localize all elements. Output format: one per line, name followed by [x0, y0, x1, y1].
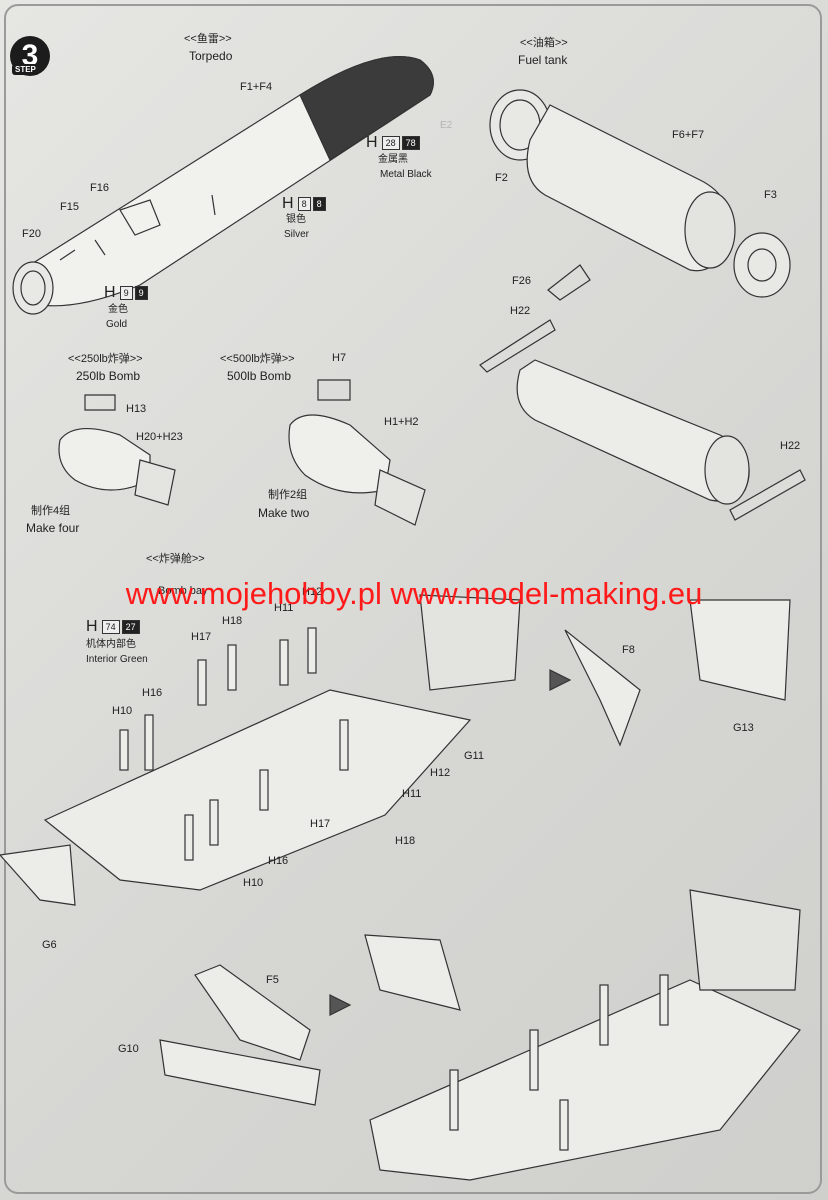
part-f20: F20	[22, 228, 41, 240]
part-f6f7: F6+F7	[672, 129, 705, 141]
part-f1f4: F1+F4	[240, 81, 273, 93]
show-through-text: E2	[440, 120, 453, 131]
part-h16-top: H16	[142, 687, 163, 699]
bomb500-title-en: 500lb Bomb	[227, 369, 292, 383]
lower-detail-drawing	[159, 964, 352, 1106]
bomb-250-drawing	[58, 394, 176, 506]
part-f8: F8	[622, 644, 635, 656]
part-h18-bottom: H18	[395, 835, 416, 847]
part-h16-bottom: H16	[268, 855, 289, 867]
paint-gold-cn: 金色	[108, 304, 128, 315]
part-h20h23: H20+H23	[136, 431, 183, 443]
paint-gold: H 9 9	[104, 284, 148, 302]
bomb500-note-en: Make two	[258, 506, 310, 520]
part-f26: F26	[512, 275, 531, 287]
part-g10: G10	[118, 1043, 139, 1055]
torpedo-title-cn: <<鱼雷>>	[184, 33, 232, 45]
bay-title-en: Bomb bay	[158, 585, 208, 597]
fuel-tank-drawing	[489, 89, 791, 298]
bomb500-note-cn: 制作2组	[268, 489, 308, 501]
part-h17-bottom: H17	[310, 818, 331, 830]
bomb-500-drawing	[288, 379, 426, 526]
bay-title-cn: <<炸弹舱>>	[146, 553, 205, 565]
part-h7: H7	[332, 352, 347, 364]
torpedo-drawing	[12, 55, 434, 315]
bomb-bay-drawing	[0, 594, 521, 906]
part-h18-top: H18	[222, 615, 243, 627]
part-h12-top: H12	[302, 586, 323, 598]
fuel-tank-assembled-drawing	[479, 264, 806, 521]
part-f16: F16	[90, 182, 109, 194]
bomb500-title-cn: <<500lb炸弹>>	[220, 353, 295, 365]
bomb250-note-cn: 制作4组	[31, 505, 71, 517]
paint-metal-black: H 28 78	[366, 134, 420, 152]
paint-interior-cn: 机体内部色	[86, 639, 136, 650]
paint-silver: H 8 8	[282, 195, 326, 213]
part-h12-bottom: H12	[430, 767, 451, 779]
part-h1h2: H1+H2	[384, 416, 419, 428]
page-border	[4, 4, 822, 1194]
watermark: www.mojehobby.pl www.model-making.eu	[125, 576, 703, 611]
assembled-bay-drawing	[364, 889, 801, 1181]
paint-silver-cn: 银色	[286, 214, 306, 225]
paint-interior-green: H 74 27	[86, 618, 140, 636]
part-g11: G11	[464, 750, 484, 762]
paint-metal-cn: 金属黑	[378, 154, 408, 165]
side-detail-drawing	[549, 599, 791, 747]
part-g6: G6	[42, 939, 57, 951]
part-f15: F15	[60, 201, 79, 213]
part-h22-left: H22	[510, 305, 531, 317]
part-h11-bottom: H11	[402, 788, 422, 800]
part-h11-top: H11	[274, 602, 294, 614]
paint-gold-en: Gold	[106, 319, 128, 330]
fuel-tank-title-en: Fuel tank	[518, 53, 568, 67]
part-h10-top: H10	[112, 705, 133, 717]
part-h10-bottom: H10	[243, 877, 264, 889]
part-h13: H13	[126, 403, 147, 415]
fuel-tank-title-cn: <<油箱>>	[520, 37, 568, 49]
part-f3: F3	[764, 189, 777, 201]
part-f5: F5	[266, 974, 279, 986]
paint-interior-en: Interior Green	[86, 654, 148, 665]
part-f2: F2	[495, 172, 508, 184]
part-h17-top: H17	[191, 631, 212, 643]
bomb250-title-en: 250lb Bomb	[76, 369, 141, 383]
step-label: STEP	[12, 64, 39, 75]
part-h22-right: H22	[780, 440, 801, 452]
part-g13: G13	[733, 722, 754, 734]
bomb250-note-en: Make four	[26, 521, 80, 535]
paint-silver-en: Silver	[284, 229, 310, 240]
paint-metal-en: Metal Black	[380, 169, 432, 180]
bomb250-title-cn: <<250lb炸弹>>	[68, 353, 143, 365]
torpedo-title-en: Torpedo	[189, 49, 233, 63]
